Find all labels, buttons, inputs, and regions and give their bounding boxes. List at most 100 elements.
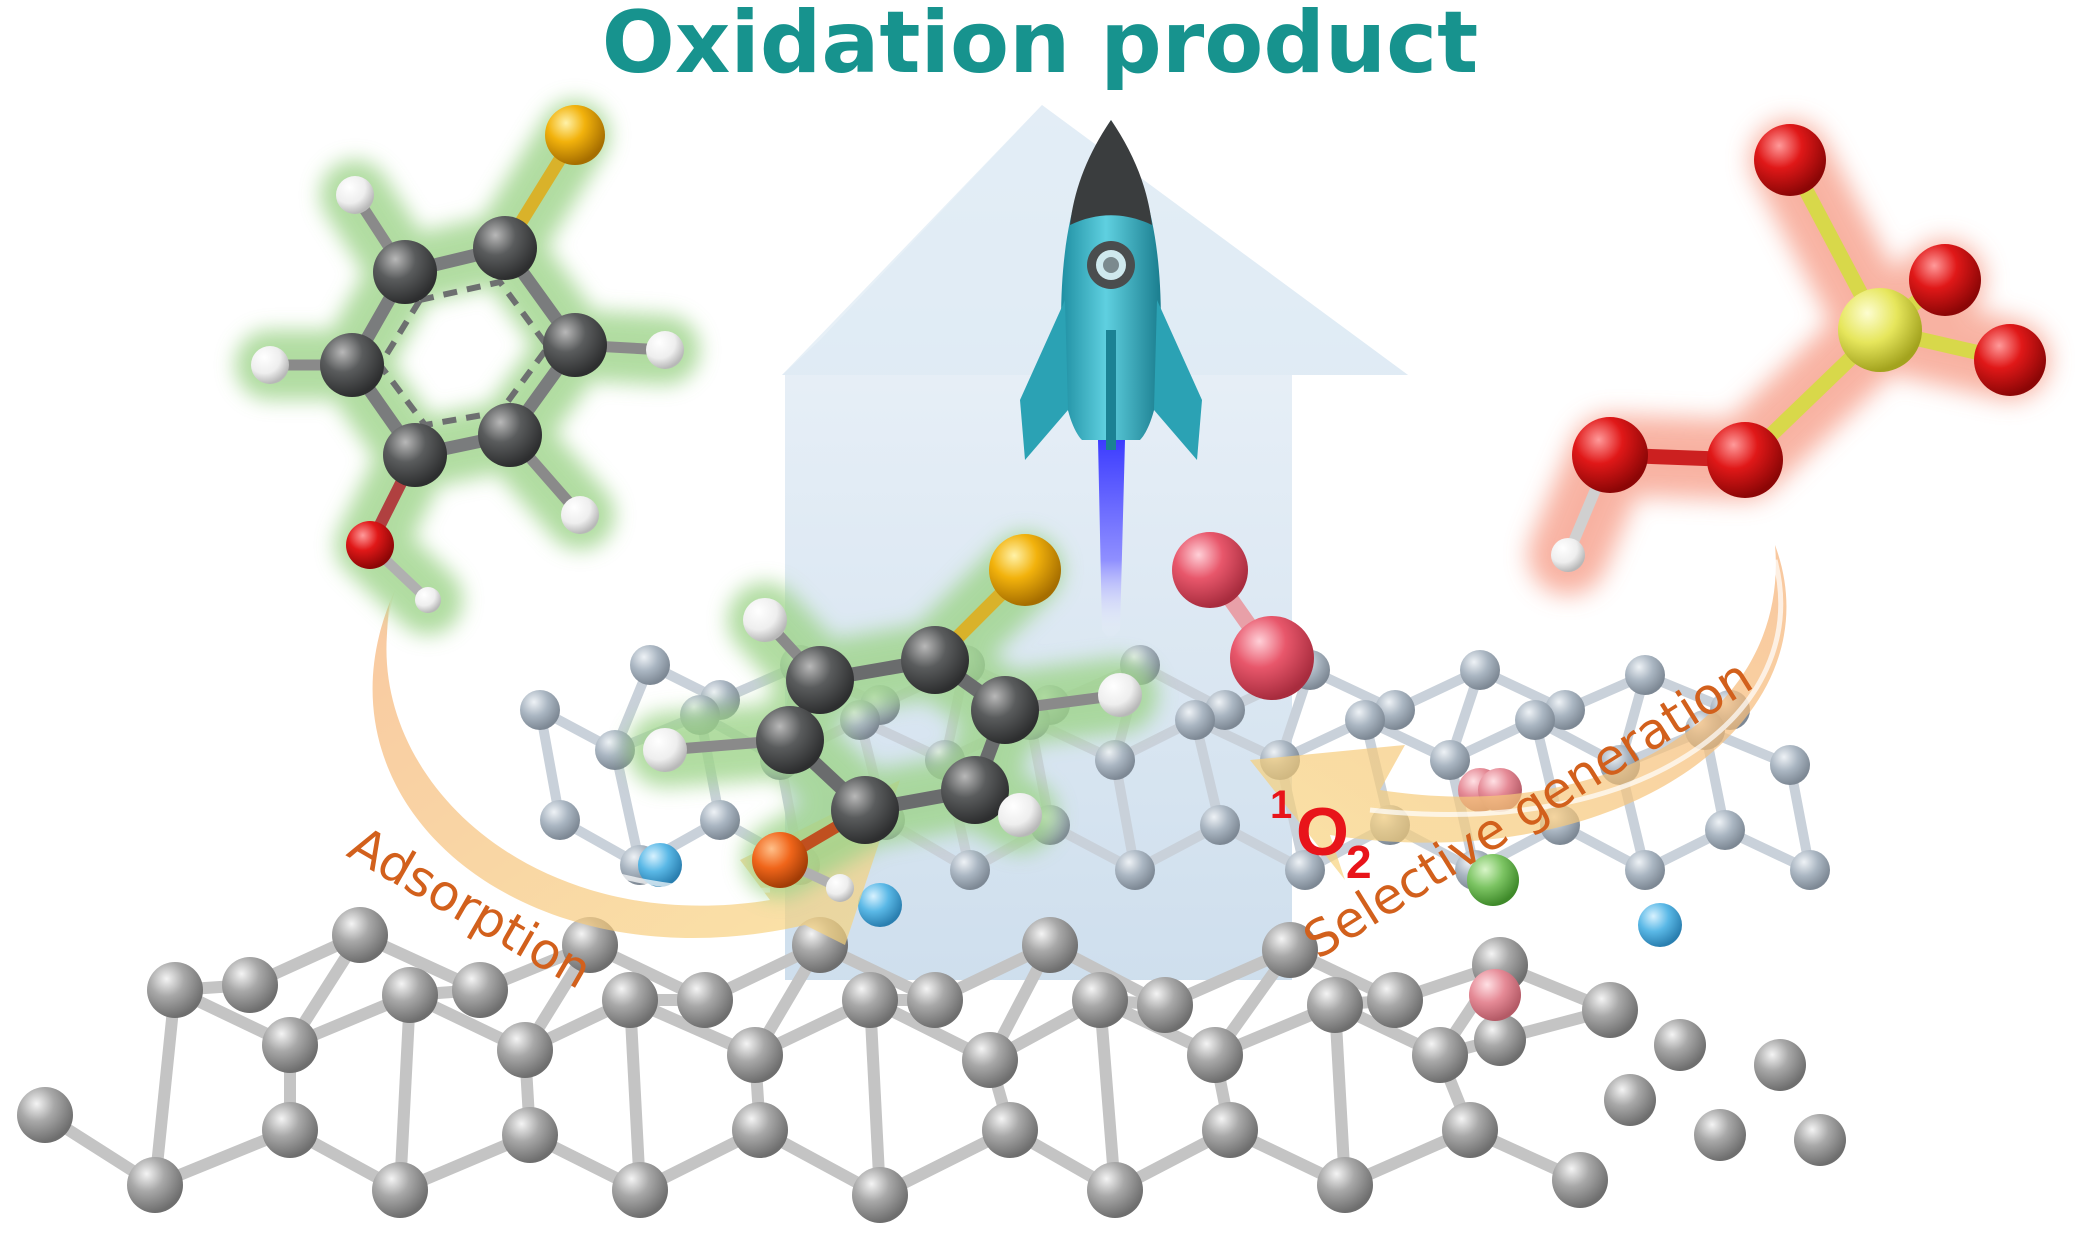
- bond: [1434, 1004, 1616, 1061]
- carbon-atom: [1474, 1014, 1526, 1066]
- hydrogen-atom: [826, 874, 854, 902]
- oxygen-atom: [1909, 244, 1981, 316]
- carbon-atom: [1705, 810, 1745, 850]
- carbon-atom: [1285, 850, 1325, 890]
- carbon-atom: [732, 1102, 788, 1158]
- carbon-atom: [727, 1027, 783, 1083]
- carbon-atom: [950, 850, 990, 890]
- carbon-atom: [612, 1162, 668, 1218]
- carbon-atom: [127, 1157, 183, 1213]
- carbon-atom: [1694, 1109, 1746, 1161]
- hydrogen-atom: [646, 331, 684, 369]
- carbon-atom: [1022, 917, 1078, 973]
- carbon-atom: [971, 676, 1039, 744]
- sulfur-atom: [545, 105, 605, 165]
- carbon-atom: [1095, 740, 1135, 780]
- carbon-atom: [756, 706, 824, 774]
- carbon-atom: [677, 972, 733, 1028]
- singlet-oxygen-symbol: O: [1296, 794, 1349, 870]
- oxygen-atom: [752, 832, 808, 888]
- bond: [1329, 999, 1351, 1191]
- carbon-atom: [222, 957, 278, 1013]
- carbon-atom: [630, 645, 670, 685]
- carbon-atom: [901, 626, 969, 694]
- nitrogen-atom: [858, 883, 902, 927]
- carbon-atom: [262, 1017, 318, 1073]
- carbon-atom: [1200, 805, 1240, 845]
- carbon-atom: [1087, 1162, 1143, 1218]
- carbon-atom: [1307, 977, 1363, 1033]
- carbon-atom: [1187, 1027, 1243, 1083]
- carbon-atom: [262, 1102, 318, 1158]
- carbon-atom: [1367, 972, 1423, 1028]
- bond: [624, 994, 646, 1196]
- carbon-atom: [982, 1102, 1038, 1158]
- heteroatom: [1469, 969, 1521, 1021]
- carbon-atom: [786, 646, 854, 714]
- carbon-atom: [373, 240, 437, 304]
- glow: [1528, 120, 2050, 595]
- carbon-atom: [1515, 700, 1555, 740]
- carbon-atom: [1770, 745, 1810, 785]
- carbon-atom: [1552, 1152, 1608, 1208]
- carbon-atom: [1460, 650, 1500, 690]
- oxygen-atom: [1572, 417, 1648, 493]
- oxygen-atom: [1707, 422, 1783, 498]
- carbon-atom: [332, 907, 388, 963]
- carbon-atom: [1604, 1074, 1656, 1126]
- carbon-atom: [1175, 700, 1215, 740]
- oxygen-atom: [346, 521, 394, 569]
- carbon-atom: [17, 1087, 73, 1143]
- carbon-atom: [907, 972, 963, 1028]
- carbon-atom: [595, 730, 635, 770]
- carbon-atom: [543, 313, 607, 377]
- carbon-atom: [1794, 1114, 1846, 1166]
- carbon-atom: [1654, 1019, 1706, 1071]
- hydrogen-atom: [561, 496, 599, 534]
- carbon-atom: [962, 1032, 1018, 1088]
- singlet-oxygen-subscript: 2: [1346, 836, 1372, 888]
- hydrogen-atom: [415, 587, 441, 613]
- oxygen-atom: [1230, 616, 1314, 700]
- carbon-atom: [478, 403, 542, 467]
- carbon-atom: [502, 1107, 558, 1163]
- carbon-atom: [1754, 1039, 1806, 1091]
- carbon-atom: [320, 333, 384, 397]
- bond: [149, 984, 181, 1191]
- carbon-atom: [1790, 850, 1830, 890]
- hydrogen-atom: [251, 346, 289, 384]
- carbon-atom: [1072, 972, 1128, 1028]
- carbon-atom: [1430, 740, 1470, 780]
- hydrogen-atom: [1098, 673, 1142, 717]
- hydrogen-atom: [998, 793, 1042, 837]
- bond: [864, 994, 886, 1201]
- rocket-icon: [1020, 120, 1202, 640]
- hydrogen-atom: [336, 176, 374, 214]
- diagram-title: Oxidation product: [602, 0, 1478, 93]
- carbon-atom: [842, 972, 898, 1028]
- carbon-atom: [1625, 655, 1665, 695]
- carbon-atom: [1412, 1027, 1468, 1083]
- carbon-atom: [1202, 1102, 1258, 1158]
- hydrogen-atom: [1551, 538, 1585, 572]
- carbon-atom: [382, 967, 438, 1023]
- sulfur-atom: [1838, 288, 1922, 372]
- carbon-atom: [700, 800, 740, 840]
- carbon-atom: [1115, 850, 1155, 890]
- oxygen-atom: [1974, 324, 2046, 396]
- carbon-atom: [1625, 850, 1665, 890]
- heteroatom: [1467, 854, 1519, 906]
- carbon-atom: [452, 962, 508, 1018]
- carbon-atom: [831, 776, 899, 844]
- carbon-atom: [497, 1022, 553, 1078]
- curved-arrow-icon: [1250, 545, 1787, 880]
- carbon-atom: [1262, 922, 1318, 978]
- oxygen-atom: [1172, 532, 1248, 608]
- carbon-atom: [1442, 1102, 1498, 1158]
- carbon-atom: [1137, 977, 1193, 1033]
- carbon-atom: [1317, 1157, 1373, 1213]
- nitrogen-atom: [638, 843, 682, 887]
- singlet-oxygen-superscript: 1: [1270, 783, 1292, 827]
- carbon-atom: [473, 216, 537, 280]
